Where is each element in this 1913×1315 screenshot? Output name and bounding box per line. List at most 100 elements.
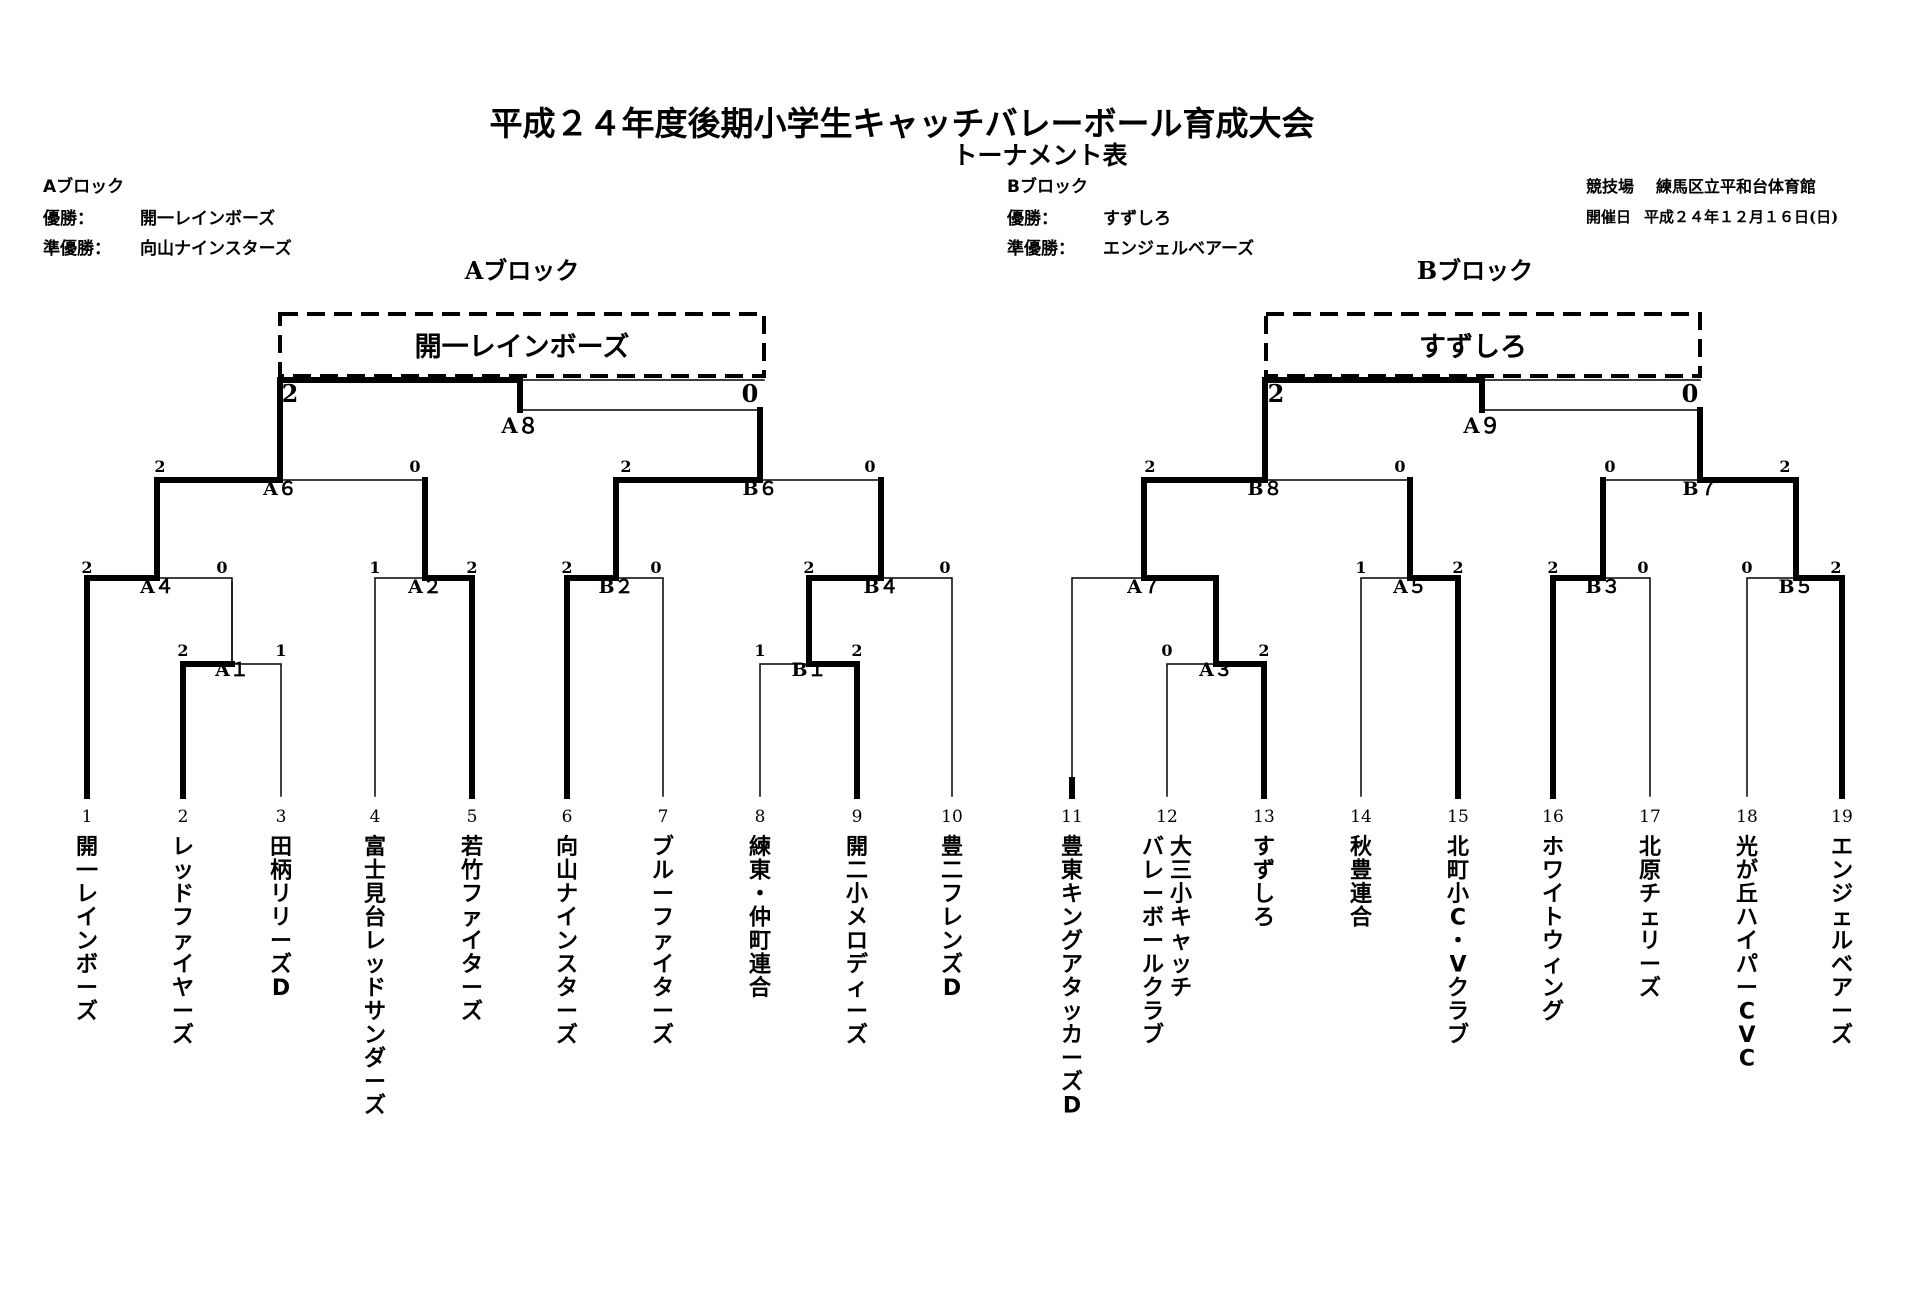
team-slot: 16 ホワイトウィング	[1542, 807, 1564, 1025]
score-right: 0	[1637, 558, 1648, 577]
champion-box-a	[278, 312, 766, 378]
score-left: 2	[177, 641, 188, 660]
team-name: 若竹ファイターズ	[460, 834, 483, 1025]
match-label: A２	[407, 576, 442, 598]
score-left: 0	[1604, 457, 1615, 476]
team-name: バレーボールクラブ	[1142, 835, 1164, 1048]
match-label: B３	[1585, 576, 1620, 598]
score-right: 0	[216, 558, 227, 577]
match-label: A５	[1392, 576, 1427, 598]
champion-b-name: すずしろ	[1419, 332, 1527, 363]
match-label: A８	[500, 413, 538, 438]
score-left: 2	[154, 457, 165, 476]
summary-b-winner: すずしろ	[1103, 209, 1171, 229]
team-slot: 8練東・仲町連合	[749, 807, 772, 1001]
team-number: 13	[1253, 807, 1275, 827]
team-name: 開二小メロディーズ	[846, 835, 869, 1048]
match-label: B８	[1247, 478, 1282, 500]
score-left: 0	[1161, 641, 1172, 660]
score-left: 0	[1741, 558, 1752, 577]
score-left: 2	[620, 457, 631, 476]
score-left: 2	[1268, 379, 1285, 408]
match-label: A７	[1126, 576, 1161, 598]
score-right: 0	[650, 558, 661, 577]
team-number: 3	[276, 807, 287, 827]
page-subtitle: トーナメント表	[952, 141, 1128, 170]
match: A９ 2 0	[1268, 379, 1699, 438]
score-right: 0	[409, 457, 420, 476]
team-number: 18	[1736, 807, 1758, 827]
team-number: 11	[1061, 807, 1083, 827]
score-right: 0	[864, 457, 875, 476]
team-number: 16	[1542, 807, 1564, 827]
page-title: 平成２４年度後期小学生キャッチバレーボール育成大会	[490, 104, 1315, 143]
team-number: 14	[1350, 807, 1372, 827]
score-right: 2	[1258, 641, 1269, 660]
team-name: 富士見台レッドサンダーズ	[364, 834, 386, 1119]
match: A３ 0 2	[1161, 641, 1269, 681]
match-label: B６	[742, 478, 777, 500]
match-label: A９	[1462, 413, 1500, 438]
team-name: 向山ナインスターズ	[556, 834, 578, 1048]
bracket-b-title: Bブロック	[1417, 256, 1533, 285]
score-left: 2	[803, 558, 814, 577]
date: 平成２４年１２月１６日(日)	[1644, 208, 1838, 226]
team-slot: 6 向山ナインスターズ	[556, 807, 578, 1048]
bracket-a-title: Aブロック	[464, 256, 580, 285]
team-name: ホワイトウィング	[1542, 835, 1564, 1025]
team-name: 秋豊連合	[1350, 835, 1373, 931]
match-label: A１	[214, 659, 249, 681]
score-left: 1	[369, 558, 380, 577]
team-number: 10	[941, 807, 963, 827]
match-label: A６	[262, 478, 297, 500]
score-right: 0	[1682, 379, 1699, 408]
match-label: B４	[863, 576, 898, 598]
team-number: 6	[562, 807, 573, 827]
score-right: 2	[466, 558, 477, 577]
team-name: 開一レインボーズ	[76, 835, 98, 1025]
match: B６ 2 0	[620, 457, 875, 500]
match-label: A３	[1198, 659, 1233, 681]
team-number: 9	[852, 807, 863, 827]
team-name: すずしろ	[1253, 835, 1275, 931]
score-left: 2	[81, 558, 92, 577]
match-label: B７	[1682, 478, 1717, 500]
team-number: 4	[370, 807, 381, 827]
champion-a-name: 開一レインボーズ	[415, 331, 630, 363]
team-slot: 14 秋豊連合	[1350, 807, 1373, 931]
score-right: 0	[939, 558, 950, 577]
venue-label: 競技場	[1586, 177, 1634, 196]
team-number: 17	[1639, 807, 1661, 827]
summary-a-runner-label: 準優勝：	[43, 238, 111, 259]
team-name: 大三小キャッチ	[1170, 835, 1192, 1001]
summary-b-runner: エンジェルベアーズ	[1103, 238, 1254, 259]
team-slot: 4 富士見台レッドサンダーズ	[364, 807, 386, 1119]
match-label: B１	[791, 659, 826, 681]
score-left: 2	[282, 379, 299, 408]
match-label: A４	[139, 576, 174, 598]
score-left: 2	[1144, 457, 1155, 476]
team-name: レッドファイヤーズ	[172, 835, 194, 1048]
match: A４ 2 0	[81, 558, 227, 598]
